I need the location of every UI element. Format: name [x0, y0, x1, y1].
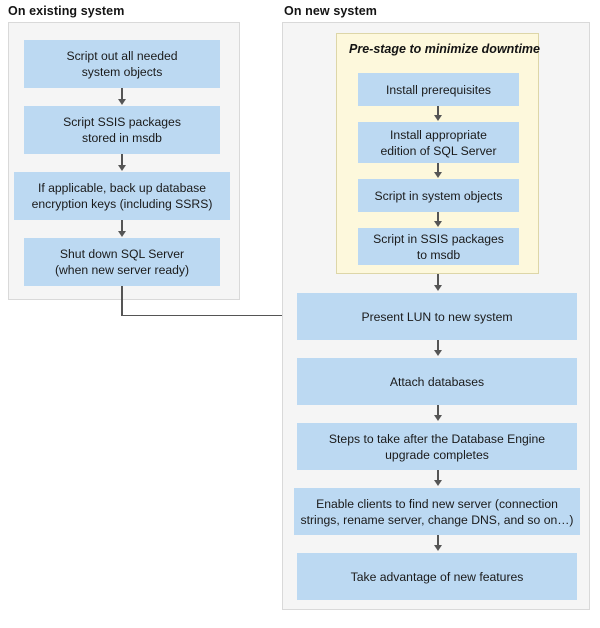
connector-shaft-prestage-exit: [437, 274, 439, 286]
arrow-head-existing-2: [117, 165, 126, 171]
arrow-head-prestage-3: [433, 221, 442, 227]
arrow-head-new-1: [433, 350, 442, 356]
connector-shaft-prestage-3: [437, 212, 439, 222]
connector-shaft-new-3: [437, 470, 439, 481]
connector-shaft-existing-3: [121, 220, 123, 232]
arrow-head-new-4: [433, 545, 442, 551]
arrow-head-new-2: [433, 415, 442, 421]
panel-title-new-system: On new system: [284, 4, 377, 18]
node-script-out-system-objects[interactable]: Script out all needed system objects: [24, 40, 220, 88]
node-present-lun[interactable]: Present LUN to new system: [297, 293, 577, 340]
arrow-head-prestage-2: [433, 172, 442, 178]
arrow-head-existing-1: [117, 99, 126, 105]
node-script-ssis-packages[interactable]: Script SSIS packages stored in msdb: [24, 106, 220, 154]
cross-panel-connector-vertical: [121, 286, 123, 316]
connector-shaft-existing-2: [121, 154, 123, 166]
cross-panel-connector-horizontal: [121, 314, 288, 316]
connector-shaft-new-4: [437, 535, 439, 546]
node-post-upgrade-steps[interactable]: Steps to take after the Database Engine …: [297, 423, 577, 470]
node-install-sql-server-edition[interactable]: Install appropriate edition of SQL Serve…: [358, 122, 519, 163]
node-attach-databases[interactable]: Attach databases: [297, 358, 577, 405]
panel-title-existing-system: On existing system: [8, 4, 125, 18]
connector-shaft-prestage-1: [437, 106, 439, 116]
connector-shaft-new-2: [437, 405, 439, 416]
arrow-head-prestage-1: [433, 115, 442, 121]
connector-shaft-new-1: [437, 340, 439, 351]
connector-shaft-existing-1: [121, 88, 123, 100]
node-enable-clients[interactable]: Enable clients to find new server (conne…: [294, 488, 580, 535]
node-take-advantage-features[interactable]: Take advantage of new features: [297, 553, 577, 600]
node-shut-down-sql-server[interactable]: Shut down SQL Server (when new server re…: [24, 238, 220, 286]
node-script-in-ssis-packages[interactable]: Script in SSIS packages to msdb: [358, 228, 519, 265]
arrow-head-prestage-exit: [433, 285, 442, 291]
group-title-pre-stage: Pre-stage to minimize downtime: [349, 42, 541, 56]
node-script-in-system-objects[interactable]: Script in system objects: [358, 179, 519, 212]
arrow-head-new-3: [433, 480, 442, 486]
arrow-head-existing-3: [117, 231, 126, 237]
connector-shaft-prestage-2: [437, 163, 439, 173]
node-back-up-encryption-keys[interactable]: If applicable, back up database encrypti…: [14, 172, 230, 220]
node-install-prerequisites[interactable]: Install prerequisites: [358, 73, 519, 106]
